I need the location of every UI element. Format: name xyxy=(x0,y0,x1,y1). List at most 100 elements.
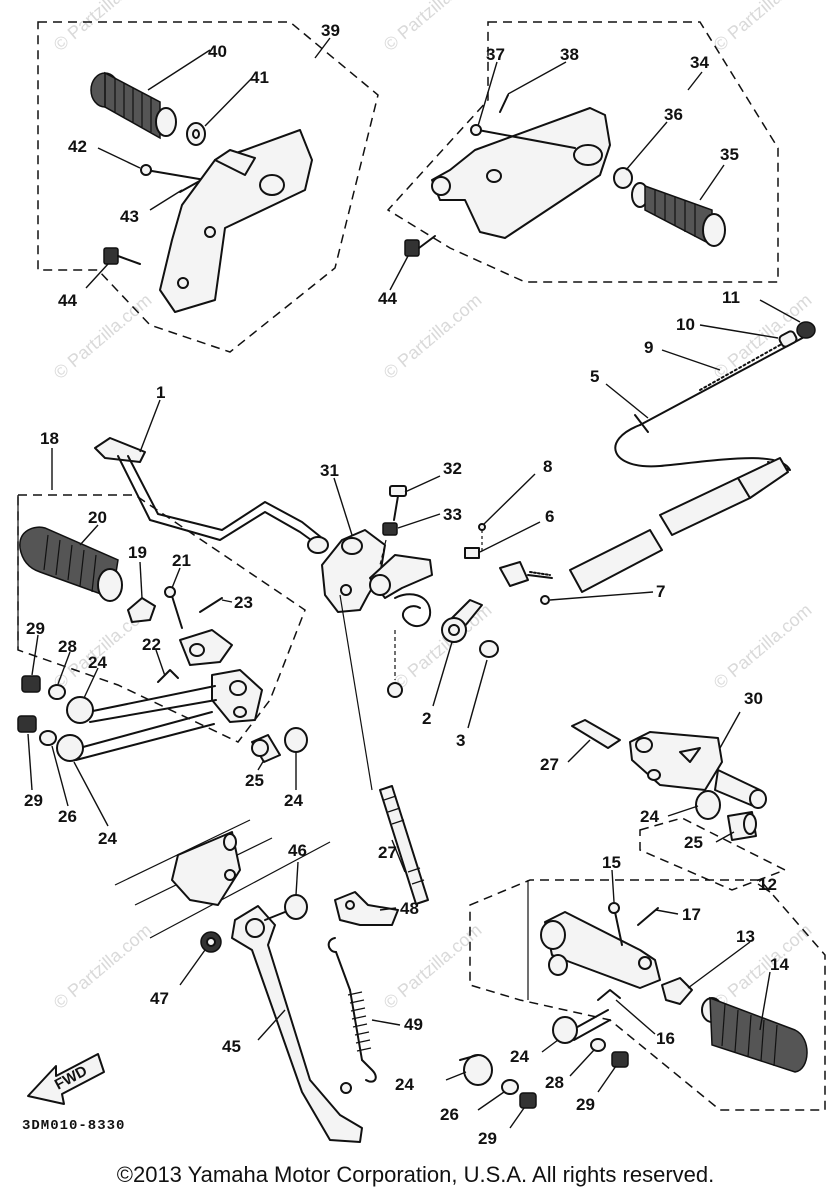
part-29-nut xyxy=(611,1051,629,1068)
callout-32: 32 xyxy=(443,459,462,478)
part-24-bushing xyxy=(552,1016,578,1044)
watermark: © Partzilla.com xyxy=(710,600,816,693)
part-5-brake-rod xyxy=(639,334,809,426)
callout-46: 46 xyxy=(288,841,307,860)
part-24-bushing xyxy=(66,696,94,724)
part-16-clip xyxy=(597,989,621,1001)
callout-24: 24 xyxy=(98,829,117,848)
callout-40: 40 xyxy=(208,42,227,61)
part-3-bolt xyxy=(479,640,499,658)
dashed-boundary-34 xyxy=(386,21,779,283)
dashed-boundary-12 xyxy=(469,879,826,1111)
part-24-bushing xyxy=(56,734,84,762)
sidestand-bracket xyxy=(171,831,241,906)
part-22-clip xyxy=(157,669,179,683)
callout-15: 15 xyxy=(602,853,621,872)
part-29-nut xyxy=(519,1092,537,1109)
callout-27: 27 xyxy=(540,755,559,774)
diagram-code: 3DM010-8330 xyxy=(22,1118,126,1134)
sidestand-assembly: 46 47 48 49 45 xyxy=(114,819,423,1143)
brake-cable xyxy=(614,424,791,471)
callout-48: 48 xyxy=(400,899,419,918)
callout-5: 5 xyxy=(590,367,599,386)
watermark: © Partzilla.com xyxy=(50,920,156,1013)
callout-14: 14 xyxy=(770,955,789,974)
callout-23: 23 xyxy=(234,593,253,612)
part-29-nut xyxy=(21,675,41,693)
fwd-arrow-icon: FWD xyxy=(27,1053,105,1105)
part-33-nut xyxy=(382,522,398,536)
assembly-30: 27 30 24 25 xyxy=(540,689,787,891)
part-20-footpeg xyxy=(19,526,123,602)
assembly-34: 34 35 36 37 38 44 xyxy=(378,21,779,308)
callout-35: 35 xyxy=(720,145,739,164)
callout-28: 28 xyxy=(545,1073,564,1092)
brake-rod-assembly: 5 9 10 11 xyxy=(569,288,816,593)
callout-24: 24 xyxy=(510,1047,529,1066)
callout-26: 26 xyxy=(58,807,77,826)
callout-20: 20 xyxy=(88,508,107,527)
part-46-bolt xyxy=(284,894,308,920)
part-28-washer xyxy=(48,684,66,700)
assembly-39: 39 40 41 42 43 44 xyxy=(37,21,379,353)
callout-7: 7 xyxy=(656,582,665,601)
part-44-bolt xyxy=(404,235,436,257)
callout-2: 2 xyxy=(422,709,431,728)
watermark: © Partzilla.com xyxy=(710,920,816,1013)
callout-24: 24 xyxy=(88,653,107,672)
callout-24: 24 xyxy=(395,1075,414,1094)
part-10-joint xyxy=(778,330,798,348)
part-24-bushing xyxy=(463,1054,493,1086)
callout-25: 25 xyxy=(684,833,703,852)
part-14-footpeg xyxy=(701,996,808,1073)
callout-38: 38 xyxy=(560,45,579,64)
callout-21: 21 xyxy=(172,551,191,570)
rear-footrest-bracket-right xyxy=(431,107,611,239)
part-45-sidestand xyxy=(231,905,363,1143)
part-26-washer xyxy=(501,1079,519,1095)
callout-37: 37 xyxy=(486,45,505,64)
callout-33: 33 xyxy=(443,505,462,524)
callout-43: 43 xyxy=(120,207,139,226)
callout-49: 49 xyxy=(404,1015,423,1034)
part-24-bushing xyxy=(284,727,308,753)
part-17-clip xyxy=(637,907,659,926)
callout-9: 9 xyxy=(644,338,653,357)
part-27-stud xyxy=(571,719,621,749)
part-13-spring xyxy=(661,977,693,1005)
callout-26: 26 xyxy=(440,1105,459,1124)
callout-45: 45 xyxy=(222,1037,241,1056)
callout-10: 10 xyxy=(676,315,695,334)
callout-47: 47 xyxy=(150,989,169,1008)
part-6-clevis-pin xyxy=(464,547,480,559)
callout-27: 27 xyxy=(378,843,397,862)
callout-8: 8 xyxy=(543,457,552,476)
part-35-footpeg xyxy=(631,182,726,247)
part-32-bolt xyxy=(389,485,407,521)
watermark: © Partzilla.com xyxy=(50,0,156,55)
callout-11: 11 xyxy=(722,288,740,307)
callout-29: 29 xyxy=(478,1129,497,1148)
copyright-notice: ©2013 Yamaha Motor Corporation, U.S.A. A… xyxy=(116,1162,715,1187)
part-7-nut xyxy=(540,595,550,605)
watermark: © Partzilla.com xyxy=(710,0,816,55)
callout-1: 1 xyxy=(156,383,165,402)
callout-19: 19 xyxy=(128,543,147,562)
callout-12: 12 xyxy=(758,875,777,894)
part-38-clip xyxy=(499,94,509,113)
callout-44: 44 xyxy=(378,289,397,308)
callout-13: 13 xyxy=(736,927,755,946)
part-19-spring xyxy=(127,597,156,623)
part-21-pin xyxy=(171,595,183,629)
watermark: © Partzilla.com xyxy=(380,0,486,55)
assembly-18: 18 20 19 21 23 22 24 28 29 29 26 24 25 2… xyxy=(17,429,308,848)
callout-44: 44 xyxy=(58,291,77,310)
part-49-spring xyxy=(327,937,377,1083)
part-26-washer xyxy=(39,730,57,746)
callout-29: 29 xyxy=(576,1095,595,1114)
part-29-nut xyxy=(17,715,37,733)
callout-6: 6 xyxy=(545,507,554,526)
part-40-footpeg xyxy=(90,71,177,140)
part-1-brake-pedal: 1 xyxy=(94,383,329,554)
callout-29: 29 xyxy=(24,791,43,810)
